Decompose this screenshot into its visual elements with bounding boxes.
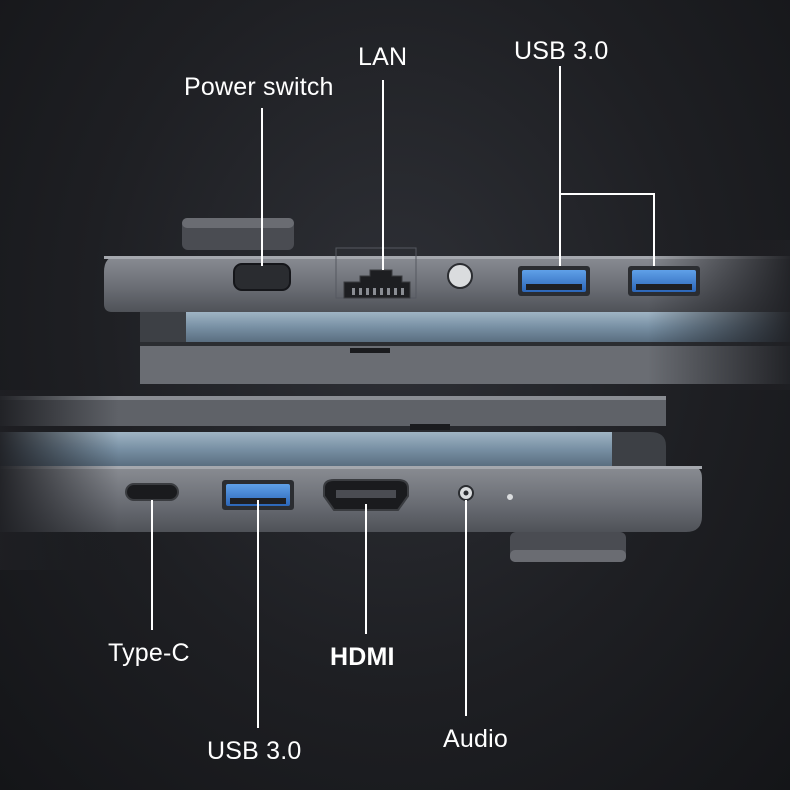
label-type-c: Type-C — [108, 639, 190, 667]
top-laptop — [0, 218, 790, 390]
label-usb-top: USB 3.0 — [514, 37, 609, 65]
usb-port-top-1 — [518, 266, 590, 296]
lan-port — [335, 247, 417, 299]
usb-port-top-2 — [628, 266, 700, 296]
label-usb-bottom: USB 3.0 — [207, 737, 302, 765]
type-c-port — [125, 483, 179, 501]
power-switch-port — [233, 263, 291, 291]
label-hdmi: HDMI — [330, 643, 395, 671]
label-audio: Audio — [443, 725, 508, 753]
leader-usb-top — [559, 66, 655, 266]
label-power-switch: Power switch — [184, 73, 334, 101]
label-lan: LAN — [358, 43, 408, 71]
dc-jack — [447, 263, 473, 289]
bottom-laptop — [0, 390, 790, 570]
indicator-led — [507, 494, 513, 500]
leader-lines — [151, 66, 655, 728]
